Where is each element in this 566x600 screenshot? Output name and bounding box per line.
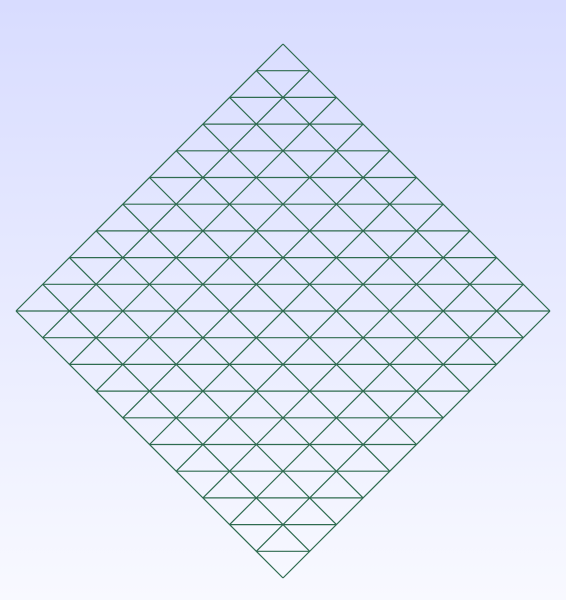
mesh-edge-diagonal-up [229, 257, 498, 526]
mesh-edge-diagonal-up [15, 43, 284, 312]
mesh-edge-diagonal-up [175, 203, 444, 472]
mesh-edge-diagonal-up [282, 310, 551, 579]
mesh-edge-diagonal-up [122, 150, 391, 419]
mesh-edge-diagonal-up [68, 96, 337, 365]
mesh-edge-diagonal-up [95, 123, 364, 392]
mesh-edge-diagonal-up [149, 177, 417, 445]
mesh-edges [15, 43, 551, 579]
mesh-edge-diagonal-up [255, 283, 524, 552]
mesh-edge-diagonal-up [42, 70, 311, 339]
mesh-edge-diagonal-up [202, 230, 471, 499]
